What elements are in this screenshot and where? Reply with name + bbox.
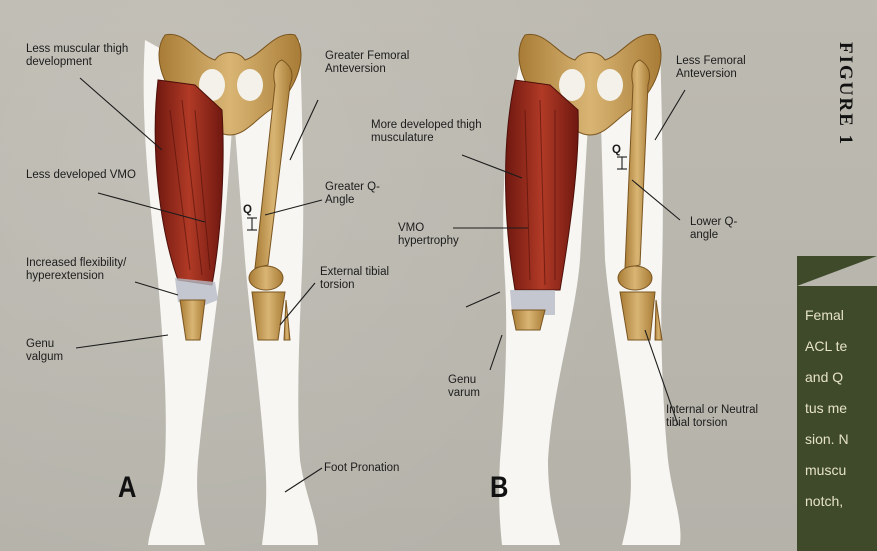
label-greater-anteversion: Greater Femoral Anteversion <box>325 50 415 75</box>
caption-line: muscu <box>805 455 877 486</box>
label-external-torsion: External tibial torsion <box>320 266 410 291</box>
label-internal-torsion: Internal or Neutral tibial torsion <box>666 404 761 429</box>
panel-letter-b: B <box>490 471 508 505</box>
label-less-muscular: Less muscular thigh development <box>26 43 161 68</box>
figure-tag-text: FIGURE 1 <box>834 42 856 146</box>
q-marker-b: Q <box>612 144 621 157</box>
b-left-tibia <box>512 310 545 330</box>
caption-line: notch, <box>805 486 877 517</box>
label-genu-varum: Genu varum <box>448 374 493 399</box>
q-marker-a: Q <box>243 204 252 217</box>
label-more-developed: More developed thigh musculature <box>371 119 486 144</box>
label-greater-q-angle: Greater Q-Angle <box>325 181 395 206</box>
caption-text: Femal ACL te and Q tus me sion. N muscu … <box>805 300 877 517</box>
caption-line: sion. N <box>805 424 877 455</box>
panel-a-figure <box>144 34 318 545</box>
label-increased-flexibility: Increased flexibility/ hyperextension <box>26 257 166 282</box>
caption-line: Femal <box>805 300 877 331</box>
label-genu-valgum: Genu valgum <box>26 338 86 363</box>
figure-tag: FIGURE 1 <box>838 42 877 172</box>
caption-line: and Q <box>805 362 877 393</box>
panel-letter-a: A <box>118 471 136 505</box>
label-less-anteversion: Less Femoral Anteversion <box>676 55 776 80</box>
label-lower-q-angle: Lower Q-angle <box>690 216 760 241</box>
caption-line: ACL te <box>805 331 877 362</box>
label-vmo-hypertrophy: VMO hypertrophy <box>398 222 483 247</box>
label-foot-pronation: Foot Pronation <box>324 462 399 475</box>
caption-line: tus me <box>805 393 877 424</box>
label-less-developed-vmo: Less developed VMO <box>26 169 136 182</box>
panel-b-figure <box>499 34 680 545</box>
